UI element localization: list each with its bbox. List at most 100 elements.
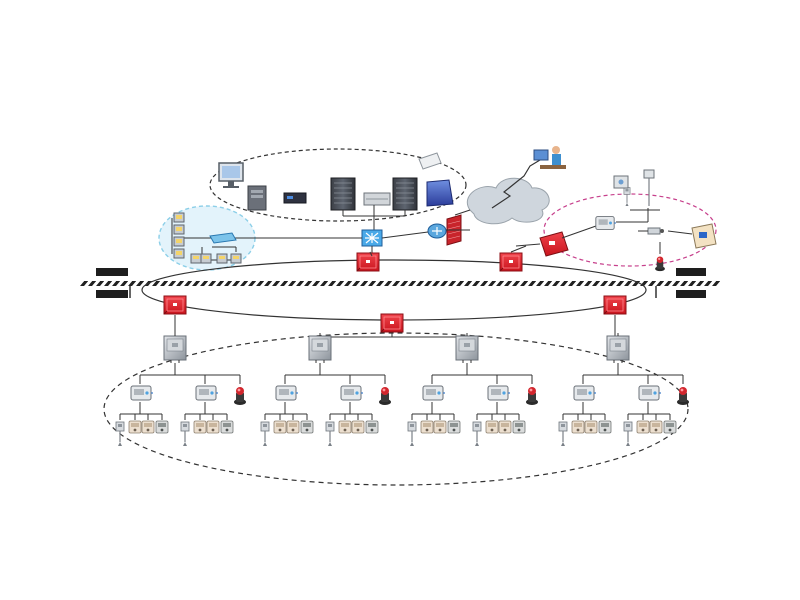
rail-track (80, 281, 720, 286)
meter-icon (365, 420, 379, 434)
meter-icon (485, 420, 499, 434)
field-station-icon (638, 385, 661, 401)
terminal-icon (173, 248, 185, 259)
field-station-icon (573, 385, 596, 401)
field-station-icon (422, 385, 445, 401)
field-station-icon (340, 385, 363, 401)
substation-icon (455, 333, 479, 363)
ring-node-icon (603, 295, 627, 315)
rail-line (80, 268, 720, 298)
terminal-icon (173, 212, 185, 223)
meter-icon (206, 420, 220, 434)
substation-branch (558, 333, 689, 446)
meter-icon (595, 215, 616, 231)
meter-icon (447, 420, 461, 434)
substation-icon (606, 333, 630, 363)
field-station-icon (195, 385, 218, 401)
terminal-icon (173, 224, 185, 235)
alarm-beacon-icon (379, 387, 391, 405)
sensor-probe-icon (115, 421, 125, 446)
substation-icon (163, 333, 187, 363)
meter-icon (155, 420, 169, 434)
field-station-icon (275, 385, 298, 401)
substation-icon (308, 333, 332, 363)
meter-icon (338, 420, 352, 434)
wire (667, 230, 693, 235)
network-appliance-icon (283, 192, 307, 204)
meter-icon (512, 420, 526, 434)
rail-barrier-right-bottom (676, 290, 706, 298)
substation-branch (407, 333, 538, 446)
meter-icon (649, 420, 663, 434)
meter-icon (598, 420, 612, 434)
server-tower-icon (247, 185, 267, 211)
sensor-probe-icon (260, 421, 270, 446)
substation-branch (260, 333, 391, 446)
rack-server-icon (392, 177, 418, 211)
server-group-boundary (209, 148, 467, 222)
sensor-probe-icon (325, 421, 335, 446)
rail-barrier-right-top (676, 268, 706, 276)
wire (515, 243, 541, 247)
meter-icon (286, 420, 300, 434)
meter-icon (571, 420, 585, 434)
meter-icon (420, 420, 434, 434)
meter-icon (220, 420, 234, 434)
wire (454, 209, 471, 216)
surface-sensor-group (515, 169, 717, 272)
sensor-icon (643, 169, 655, 206)
alarm-beacon-icon (526, 387, 538, 405)
surface-sensor-boundary (543, 193, 717, 267)
meter-icon (141, 420, 155, 434)
core-ring (141, 259, 647, 321)
ring-node-icon (380, 313, 404, 333)
sensor-probe-icon (558, 421, 568, 446)
meter-icon (663, 420, 677, 434)
desktop-switch-icon (209, 232, 237, 244)
sensor-icon (623, 186, 631, 206)
router-icon (427, 223, 447, 239)
remote-operator-icon (533, 146, 566, 169)
terminal-icon (200, 253, 212, 264)
ring-backbone (141, 259, 647, 321)
field-network-boundary (103, 332, 689, 486)
ring-node-icon (499, 252, 523, 272)
terminal-icon (190, 253, 202, 264)
local-cluster (171, 212, 242, 264)
meter-icon (498, 420, 512, 434)
meter-icon (193, 420, 207, 434)
meter-icon (351, 420, 365, 434)
field-network (115, 295, 689, 446)
wire (561, 225, 597, 239)
alarm-beacon-icon (234, 387, 246, 405)
cloud-icon (467, 177, 550, 225)
substation-branch (115, 333, 246, 446)
rack-server-icon (330, 177, 356, 211)
meter-icon (636, 420, 650, 434)
meter-icon (584, 420, 598, 434)
sensor-probe-icon (623, 421, 633, 446)
monitor-icon (218, 162, 244, 188)
field-station-icon (130, 385, 153, 401)
network-core (180, 214, 470, 256)
storage-array-icon (363, 192, 391, 206)
ethernet-switch-icon (361, 229, 383, 247)
ups-icon (426, 179, 454, 207)
server-group (218, 152, 454, 230)
camera-icon (647, 227, 664, 235)
rail-barrier-left-bottom (96, 290, 128, 298)
terminal-icon (216, 253, 228, 264)
meter-icon (273, 420, 287, 434)
wire (491, 159, 541, 209)
remote-group (454, 146, 566, 225)
meter-icon (128, 420, 142, 434)
ring-node-icon (163, 295, 187, 315)
sensor-probe-icon (180, 421, 190, 446)
meter-icon (300, 420, 314, 434)
cabinet-icon (691, 223, 717, 249)
top-ring-nodes (356, 245, 527, 272)
field-station-icon (487, 385, 510, 401)
wire (381, 231, 429, 239)
wire (510, 245, 527, 253)
